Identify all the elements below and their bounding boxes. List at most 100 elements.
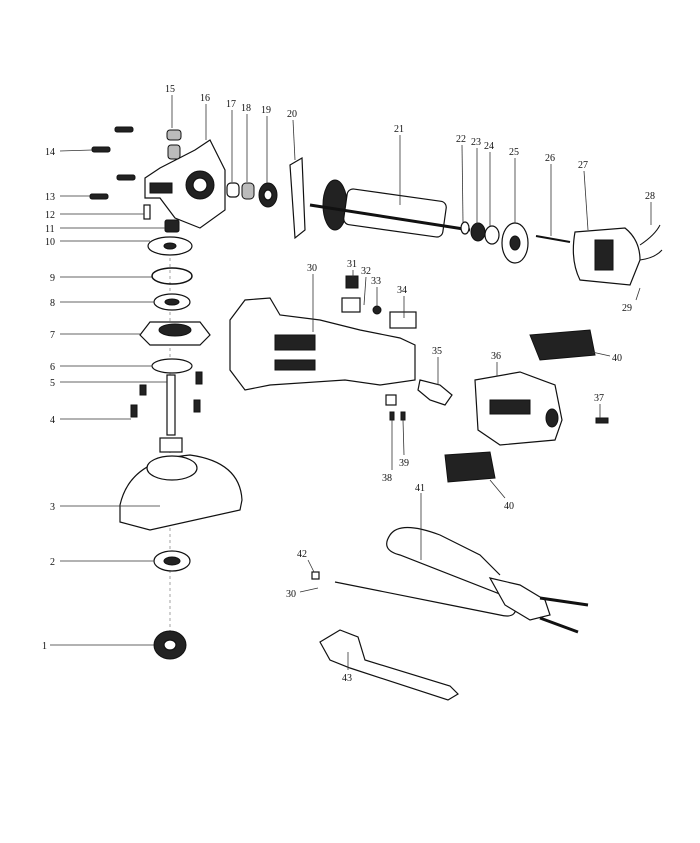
part-10 bbox=[147, 236, 193, 256]
part-label: 28 bbox=[645, 191, 655, 202]
part-label: 5 bbox=[50, 378, 55, 389]
switch-34 bbox=[389, 311, 417, 329]
screws-4 bbox=[130, 371, 203, 418]
part-35 bbox=[417, 379, 453, 406]
part-label: 33 bbox=[371, 276, 381, 287]
leader-line bbox=[292, 119, 296, 161]
part-label: 14 bbox=[45, 147, 55, 158]
leader-line bbox=[635, 287, 641, 301]
part-label: 13 bbox=[45, 192, 55, 203]
part-label: 35 bbox=[432, 346, 442, 357]
part-label: 19 bbox=[261, 105, 271, 116]
part-42 bbox=[311, 571, 320, 580]
part-label: 20 bbox=[287, 109, 297, 120]
part-label: 21 bbox=[394, 124, 404, 135]
bearing-8 bbox=[153, 293, 191, 311]
spindle-5 bbox=[166, 374, 176, 436]
part-label: 6 bbox=[50, 362, 55, 373]
part-label: 26 bbox=[545, 153, 555, 164]
part-14-gear bbox=[167, 144, 181, 160]
part-label: 4 bbox=[50, 415, 55, 426]
part-label: 30 bbox=[307, 263, 317, 274]
part-label: 40 bbox=[504, 501, 514, 512]
stator-27 bbox=[572, 227, 641, 286]
part-label: 16 bbox=[200, 93, 210, 104]
part-18 bbox=[241, 182, 255, 200]
leader-line bbox=[591, 351, 611, 357]
leader-line bbox=[299, 587, 319, 593]
part-label: 9 bbox=[50, 273, 55, 284]
part-label: 23 bbox=[471, 137, 481, 148]
parts-38-39 bbox=[385, 394, 406, 421]
part-label: 41 bbox=[415, 483, 425, 494]
leader-line bbox=[461, 144, 464, 223]
part-22 bbox=[460, 221, 470, 235]
part-label: 10 bbox=[45, 237, 55, 248]
part-label: 32 bbox=[361, 266, 371, 277]
part-label: 18 bbox=[241, 103, 251, 114]
gear-housing-16 bbox=[144, 139, 226, 229]
part-24 bbox=[484, 225, 500, 245]
part-label: 24 bbox=[484, 141, 494, 152]
screw-26 bbox=[535, 235, 571, 243]
part-label: 7 bbox=[50, 330, 55, 341]
part-label: 30 bbox=[286, 589, 296, 600]
filter-40-top bbox=[529, 329, 596, 361]
part-label: 31 bbox=[347, 259, 357, 270]
part-label: 38 bbox=[382, 473, 392, 484]
spring-33 bbox=[372, 305, 382, 315]
part-12 bbox=[143, 204, 151, 220]
part-6 bbox=[151, 358, 193, 374]
part-23 bbox=[470, 222, 486, 242]
leader-line bbox=[489, 479, 506, 499]
part-label: 36 bbox=[491, 351, 501, 362]
flange-2 bbox=[153, 550, 191, 572]
circlip-9 bbox=[151, 267, 193, 285]
bearing-plate-7 bbox=[139, 321, 211, 346]
baffle-20 bbox=[289, 156, 306, 240]
leader-line bbox=[583, 170, 589, 231]
part-label: 42 bbox=[297, 549, 307, 560]
part-label: 2 bbox=[50, 557, 55, 568]
part-label: 34 bbox=[397, 285, 407, 296]
wheel-guard-3 bbox=[119, 437, 243, 531]
part-label: 27 bbox=[578, 160, 588, 171]
leader-line bbox=[363, 276, 367, 306]
part-label: 29 bbox=[622, 303, 632, 314]
brush-31 bbox=[345, 275, 359, 289]
screws-13-14 bbox=[89, 126, 136, 200]
part-label: 40 bbox=[612, 353, 622, 364]
part-label: 12 bbox=[45, 210, 55, 221]
leader-line bbox=[402, 419, 405, 456]
part-25 bbox=[501, 222, 529, 264]
part-label: 3 bbox=[50, 502, 55, 513]
leader-line bbox=[59, 149, 93, 152]
part-11 bbox=[164, 219, 180, 233]
leader-lines bbox=[50, 95, 652, 670]
screw-37 bbox=[595, 417, 609, 424]
spanner-43 bbox=[319, 629, 459, 701]
part-15 bbox=[166, 129, 182, 141]
part-label: 22 bbox=[456, 134, 466, 145]
filter-40-bottom bbox=[444, 451, 496, 483]
power-cord-41 bbox=[334, 526, 589, 634]
part-label: 39 bbox=[399, 458, 409, 469]
motor-housing-30 bbox=[229, 297, 416, 391]
brush-holder-32 bbox=[341, 297, 361, 313]
rear-cover-36 bbox=[474, 371, 563, 446]
part-label: 15 bbox=[165, 84, 175, 95]
armature-21 bbox=[309, 179, 471, 238]
part-label: 25 bbox=[509, 147, 519, 158]
leader-line bbox=[307, 559, 315, 573]
bearing-19 bbox=[258, 182, 278, 208]
part-17 bbox=[226, 182, 240, 198]
part-label: 37 bbox=[594, 393, 604, 404]
part-label: 1 bbox=[42, 641, 47, 652]
part-label: 17 bbox=[226, 99, 236, 110]
part-label: 11 bbox=[45, 224, 55, 235]
lock-nut-1 bbox=[153, 630, 187, 660]
wire-28 bbox=[639, 224, 663, 261]
